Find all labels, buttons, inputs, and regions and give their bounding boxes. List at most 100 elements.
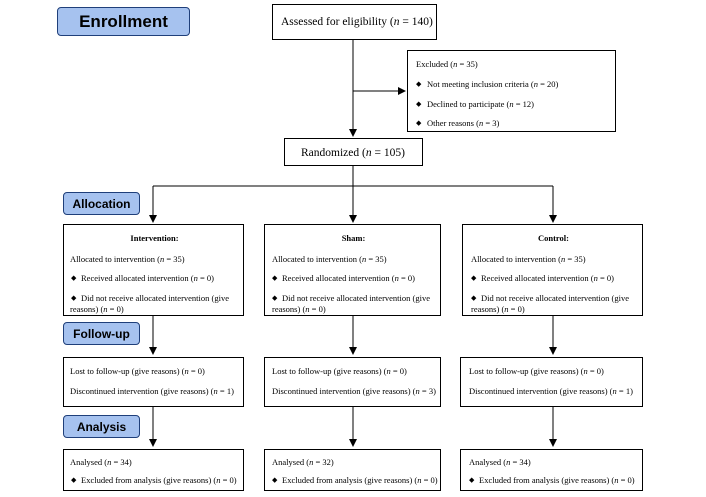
received-prefix: Received allocated intervention ( [282,273,395,283]
analysis-box-control: Analysed (n = 34) ◆ Excluded from analys… [460,449,643,491]
lost-text: Lost to follow-up (give reasons) (n = 0) [70,366,205,376]
allocated-prefix: Allocated to intervention ( [70,254,160,264]
excluded-title-prefix: Excluded ( [416,59,454,69]
excluded-item-1-prefix: Declined to participate ( [427,99,510,109]
analysed-text: Analysed (n = 34) [469,457,531,467]
lost-n: n [583,366,588,376]
discontinued-text: Discontinued intervention (give reasons)… [70,386,234,396]
excluded-item-1-suffix: = 12) [513,99,534,109]
excluded-item-2-suffix: = 3) [483,118,500,128]
allocated-suffix: = 35) [565,254,586,264]
analysed-suffix: = 34) [510,457,531,467]
excluded-analysis-prefix: Excluded from analysis (give reasons) ( [282,475,418,485]
allocated-prefix: Allocated to intervention ( [471,254,561,264]
excluded-item-0: Not meeting inclusion criteria (n = 20) [427,79,558,89]
not-received-text: Did not receive allocated intervention (… [70,293,240,315]
stage-follow-up: Follow-up [63,322,140,345]
analysed-prefix: Analysed ( [469,457,507,467]
stage-analysis: Analysis [63,415,140,438]
analysed-text: Analysed (n = 34) [70,457,132,467]
excluded-item-0-prefix: Not meeting inclusion criteria ( [427,79,534,89]
stage-enrollment: Enrollment [57,7,190,36]
excluded-analysis-suffix: = 0) [421,475,438,485]
discontinued-prefix: Discontinued intervention (give reasons)… [272,386,416,396]
randomized-text: Randomized (n = 105) [301,146,405,160]
not-received-suffix: = 0) [508,304,525,314]
analysed-prefix: Analysed ( [70,457,108,467]
bullet-icon: ◆ [416,100,422,108]
assessed-n: n [393,16,400,28]
received-n: n [394,273,399,283]
stage-enrollment-label: Enrollment [79,11,168,31]
received-suffix: = 0) [197,273,214,283]
excluded-analysis-prefix: Excluded from analysis (give reasons) ( [479,475,615,485]
received-text: Received allocated intervention (n = 0) [282,273,415,283]
analysed-n: n [107,457,112,467]
lost-text: Lost to follow-up (give reasons) (n = 0) [469,366,604,376]
discontinued-n: n [612,386,617,396]
assessed-text: Assessed for eligibility (n = 140) [281,15,433,29]
not-received-prefix: Did not receive allocated intervention (… [272,293,430,314]
excluded-item-2: Other reasons (n = 3) [427,118,499,128]
not-received-text: Did not receive allocated intervention (… [471,293,641,315]
bullet-icon: ◆ [471,294,477,302]
lost-suffix: = 0) [587,366,604,376]
excluded-analysis-n: n [216,475,221,485]
discontinued-text: Discontinued intervention (give reasons)… [272,386,436,396]
excluded-item-2-n: n [478,118,484,128]
stage-allocation: Allocation [63,192,140,215]
discontinued-suffix: = 3) [419,386,436,396]
received-suffix: = 0) [398,273,415,283]
received-suffix: = 0) [597,273,614,283]
excluded-item-0-n: n [533,79,538,89]
excluded-title-n: n [453,59,458,69]
discontinued-text: Discontinued intervention (give reasons)… [469,386,633,396]
allocated-n: n [361,254,367,264]
not-received-prefix: Did not receive allocated intervention (… [70,293,229,314]
followup-box-intervention: Lost to follow-up (give reasons) (n = 0)… [63,357,244,407]
analysis-box-sham: Analysed (n = 32) ◆ Excluded from analys… [264,449,441,491]
allocated-suffix: = 35) [366,254,387,264]
excluded-analysis-text: Excluded from analysis (give reasons) (n… [479,475,635,485]
allocated-prefix: Allocated to intervention ( [272,254,362,264]
group-name: Control: [537,233,569,243]
bullet-icon: ◆ [471,274,477,282]
followup-box-control: Lost to follow-up (give reasons) (n = 0)… [460,357,643,407]
allocation-box-sham: Sham: Allocated to intervention (n = 35)… [264,224,441,316]
discontinued-prefix: Discontinued intervention (give reasons)… [469,386,613,396]
excluded-title: Excluded (n = 35) [416,59,478,69]
excluded-analysis-n: n [417,475,422,485]
analysis-box-intervention: Analysed (n = 34) ◆ Excluded from analys… [63,449,244,491]
allocated-n: n [560,254,566,264]
received-n: n [593,273,598,283]
lost-n: n [184,366,189,376]
lost-prefix: Lost to follow-up (give reasons) ( [469,366,584,376]
excluded-analysis-text: Excluded from analysis (give reasons) (n… [282,475,438,485]
received-prefix: Received allocated intervention ( [481,273,594,283]
bullet-icon: ◆ [272,476,278,484]
not-received-text: Did not receive allocated intervention (… [272,293,438,315]
group-name: Sham: [341,233,366,243]
excluded-analysis-text: Excluded from analysis (give reasons) (n… [81,475,237,485]
allocated-n: n [159,254,165,264]
lost-n: n [386,366,391,376]
excluded-analysis-suffix: = 0) [618,475,635,485]
analysed-n: n [309,457,314,467]
stage-follow-up-label: Follow-up [73,326,130,341]
not-received-n: n [305,304,310,314]
bullet-icon: ◆ [71,294,77,302]
excluded-item-1-n: n [509,99,514,109]
allocated-text: Allocated to intervention (n = 35) [70,254,185,264]
allocated-text: Allocated to intervention (n = 35) [272,254,387,264]
received-text: Received allocated intervention (n = 0) [81,273,214,283]
analysed-text: Analysed (n = 32) [272,457,334,467]
lost-text: Lost to follow-up (give reasons) (n = 0) [272,366,407,376]
received-n: n [193,273,198,283]
not-received-suffix: = 0) [107,304,124,314]
analysed-n: n [506,457,511,467]
not-received-n: n [504,304,509,314]
received-text: Received allocated intervention (n = 0) [481,273,614,283]
stage-allocation-label: Allocation [72,196,131,211]
excluded-title-suffix: = 35) [457,59,478,69]
stage-analysis-label: Analysis [76,419,127,434]
